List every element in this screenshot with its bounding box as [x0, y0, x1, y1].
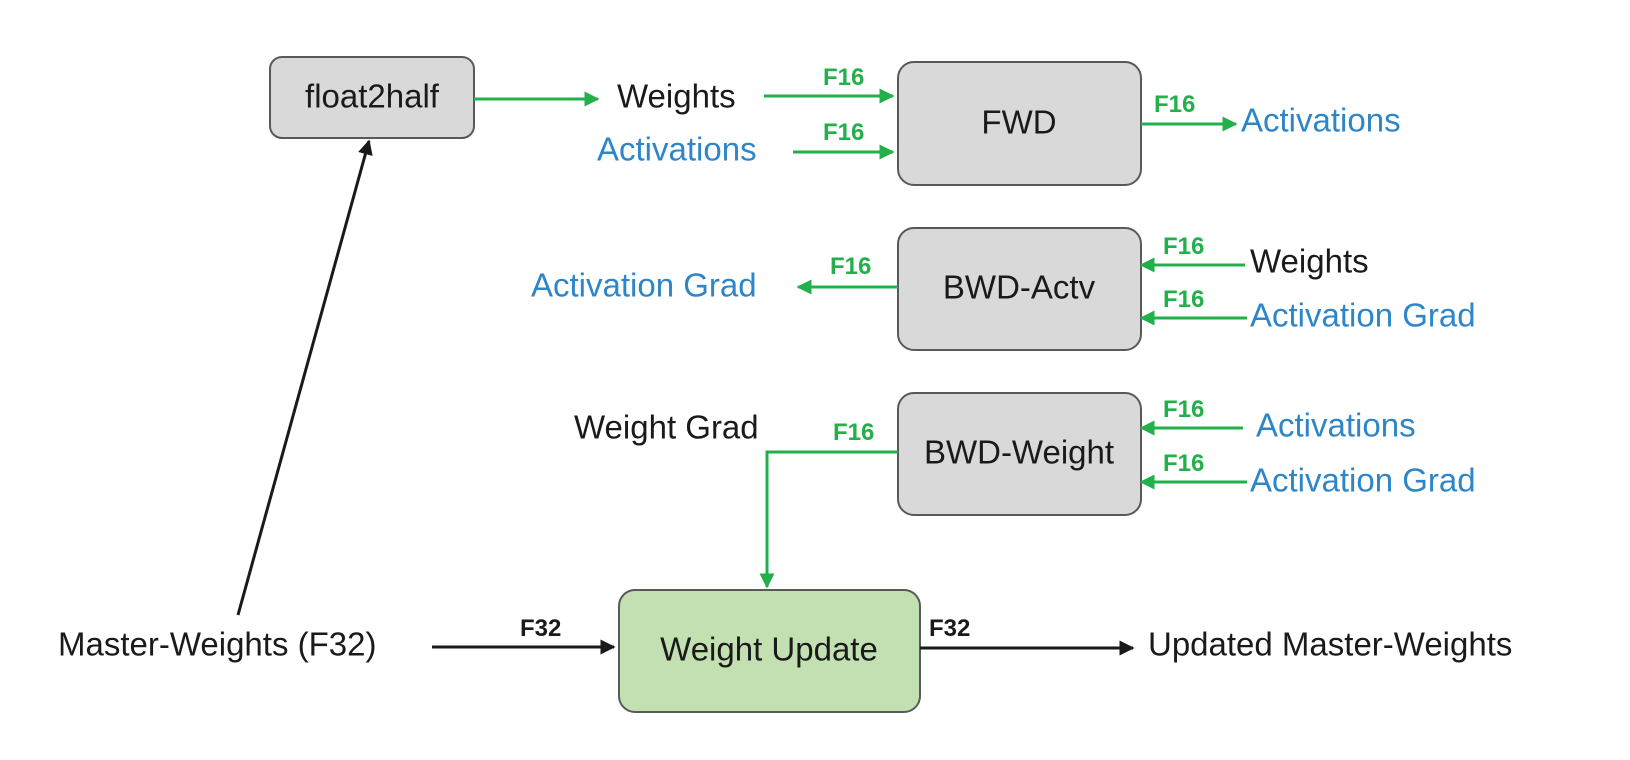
bwd-actv-grad-precision: F16 — [1163, 286, 1204, 313]
float2half-label: float2half — [305, 78, 440, 115]
bwd-actv-input-weights-label: Weights — [1250, 243, 1369, 280]
fwd-input-weights-label: Weights — [617, 78, 736, 115]
fwd-output-activations-label: Activations — [1241, 102, 1401, 139]
float2half-node: float2half — [269, 56, 475, 139]
weight-update-node: Weight Update — [618, 589, 921, 713]
bwd-weight-to-update-arrow — [759, 450, 898, 589]
bwd-weight-node: BWD-Weight — [897, 392, 1142, 516]
bwd-weight-grad-precision: F16 — [1163, 450, 1204, 477]
bwd-actv-label: BWD-Actv — [943, 269, 1096, 306]
bwd-actv-input-grad-label: Activation Grad — [1250, 297, 1476, 334]
bwd-actv-output-grad-label: Activation Grad — [531, 267, 757, 304]
master-weights-label: Master-Weights (F32) — [58, 626, 376, 663]
bwd-weight-input-grad-label: Activation Grad — [1250, 462, 1476, 499]
fwd-node: FWD — [897, 61, 1142, 186]
bwd-actv-node: BWD-Actv — [897, 227, 1142, 351]
update-output-precision: F32 — [929, 615, 970, 642]
bwd-weight-output-grad-label: Weight Grad — [574, 409, 759, 446]
weight-update-label: Weight Update — [660, 631, 878, 668]
fwd-output-precision: F16 — [1154, 91, 1195, 118]
bwd-weight-output-precision: F16 — [833, 419, 874, 446]
fwd-weights-precision: F16 — [823, 64, 864, 91]
updated-master-weights-label: Updated Master-Weights — [1148, 626, 1512, 663]
bwd-actv-output-precision: F16 — [830, 253, 871, 280]
bwd-weight-activations-precision: F16 — [1163, 396, 1204, 423]
fwd-input-activations-label: Activations — [597, 131, 757, 168]
master-weights-precision: F32 — [520, 615, 561, 642]
master-weights-to-float2half-arrow — [236, 139, 373, 616]
bwd-weight-label: BWD-Weight — [924, 434, 1114, 471]
bwd-actv-weights-precision: F16 — [1163, 233, 1204, 260]
bwd-weight-input-activations-label: Activations — [1256, 407, 1416, 444]
fwd-label: FWD — [981, 104, 1056, 141]
fwd-activations-precision: F16 — [823, 119, 864, 146]
